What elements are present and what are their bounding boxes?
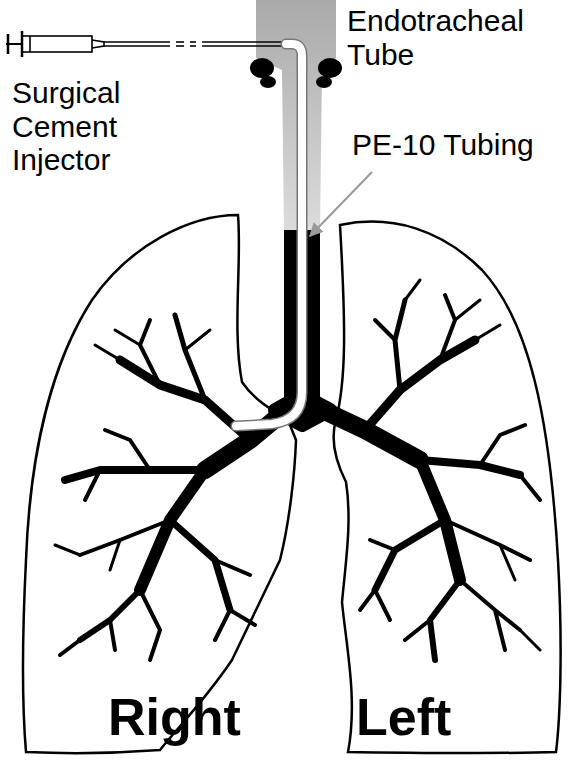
syringe (6, 31, 290, 57)
tube-label: Endotracheal Tube (347, 4, 557, 71)
pe10-tubing (236, 44, 302, 426)
right-lung-outline (23, 215, 296, 753)
endotracheal-tube (256, 0, 336, 232)
tubing-label: PE-10 Tubing (352, 128, 534, 162)
larynx (250, 58, 342, 88)
injector-label: Surgical Cement Injector (12, 76, 162, 177)
left-lung-outline (334, 222, 561, 754)
leader-line (310, 172, 372, 236)
side-label: Left (356, 688, 451, 746)
side-label: Right (108, 688, 241, 746)
